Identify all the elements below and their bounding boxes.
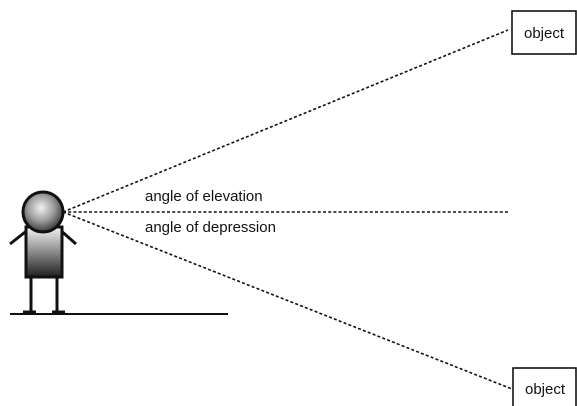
line-of-sight-up [63,30,508,212]
angle-of-elevation-label: angle of elevation [145,188,263,205]
line-of-sight-down [63,212,512,389]
upper-object-label: object [524,25,565,42]
upper-object: object [512,11,576,54]
observer-figure [10,192,76,312]
lower-object-label: object [525,381,566,398]
torso [26,227,62,277]
head [23,192,63,232]
lower-object: object [513,368,576,406]
angle-of-depression-label: angle of depression [145,219,276,236]
